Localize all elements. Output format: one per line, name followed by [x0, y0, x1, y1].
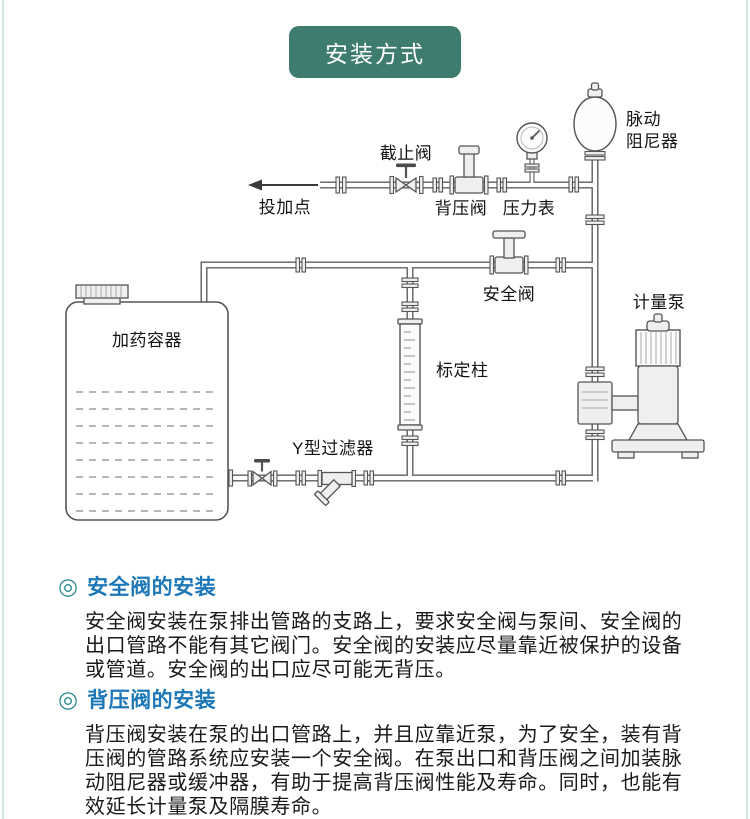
tank-outlet-flange [228, 469, 234, 487]
label-stop-valve: 截止阀 [380, 144, 433, 163]
bullseye-icon: ◎ [58, 685, 79, 712]
section-body: 背压阀安装在泵的出口管路上，并且应靠近泵，为了安全，装有背 压阀的管路系统应安装… [85, 723, 725, 819]
label-metering-pump: 计量泵 [633, 293, 686, 312]
title-badge: 安装方式 [289, 26, 461, 78]
section-back-pressure-valve-install: ◎ 背压阀的安装 背压阀安装在泵的出口管路上，并且应靠近泵，为了安全，装有背 压… [0, 684, 750, 819]
back-pressure-valve-symbol [449, 145, 489, 195]
union-fitting [568, 176, 580, 193]
union-fitting [432, 177, 444, 193]
body-line: 动阻尼器或缓冲器，有助于提高背压阀性能及寿命。同时，也能有 [85, 772, 683, 794]
safety-valve-symbol [489, 230, 529, 275]
label-calibration-column: 标定柱 [436, 361, 489, 380]
section-title: 背压阀的安装 [87, 689, 217, 712]
section-body: 安全阀安装在泵排出管路的支路上，要求安全阀与泵间、安全阀的 出口管路不能有其它阀… [85, 610, 725, 682]
metering-pump-symbol [577, 313, 705, 459]
label-safety-valve: 安全阀 [483, 285, 536, 304]
flow-arrow [248, 179, 318, 191]
union-fitting [363, 470, 375, 486]
flange-pair [585, 214, 605, 226]
label-dosing-point: 投加点 [259, 198, 312, 217]
section-heading: ◎ 背压阀的安装 [58, 684, 750, 714]
union-fitting [555, 257, 567, 273]
union-fitting [496, 177, 508, 193]
label-y-strainer: Y型过滤器 [292, 439, 374, 458]
section-safety-valve-install: ◎ 安全阀的安装 安全阀安装在泵排出管路的支路上，要求安全阀与泵间、安全阀的 出… [0, 571, 750, 682]
union-fitting [295, 257, 307, 273]
pulsation-damper-symbol [573, 82, 617, 161]
label-pulsation-damper-line1: 脉动 [626, 110, 661, 129]
union-fitting [335, 176, 347, 194]
label-back-pressure-valve: 背压阀 [435, 199, 488, 218]
section-title: 安全阀的安装 [87, 576, 217, 599]
body-line: 效延长计量泵及隔膜寿命。 [85, 796, 333, 818]
pressure-gauge-symbol [516, 122, 548, 173]
body-line: 安全阀安装在泵排出管路的支路上，要求安全阀与泵间、安全阀的 [85, 611, 683, 633]
body-line: 或管道。安全阀的出口应尽可能无背压。 [85, 659, 456, 681]
body-line: 压阀的管路系统应安装一个安全阀。在泵出口和背压阀之间加装脉 [85, 748, 683, 770]
label-dosing-tank: 加药容器 [112, 331, 182, 350]
bullseye-icon: ◎ [58, 572, 79, 599]
dosing-tank [65, 284, 229, 521]
stop-valve-symbol [389, 163, 424, 195]
union-fitting [295, 470, 307, 486]
label-pulsation-damper-line2: 阻尼器 [626, 132, 679, 151]
body-line: 出口管路不能有其它阀门。安全阀的安装应尽量靠近被保护的设备 [85, 635, 683, 657]
piping-diagram: 投加点 截止阀 背压阀 压力表 脉动 阻尼器 安全阀 计量泵 加药容器 标定柱 … [65, 82, 705, 521]
label-pressure-gauge: 压力表 [503, 199, 556, 218]
union-fitting [555, 470, 567, 486]
drain-valve-symbol [247, 459, 278, 487]
body-line: 背压阀安装在泵的出口管路上，并且应靠近泵，为了安全，装有背 [85, 724, 683, 746]
section-heading: ◎ 安全阀的安装 [58, 571, 750, 601]
y-strainer-symbol [314, 469, 357, 506]
calibration-column-symbol [397, 277, 423, 447]
